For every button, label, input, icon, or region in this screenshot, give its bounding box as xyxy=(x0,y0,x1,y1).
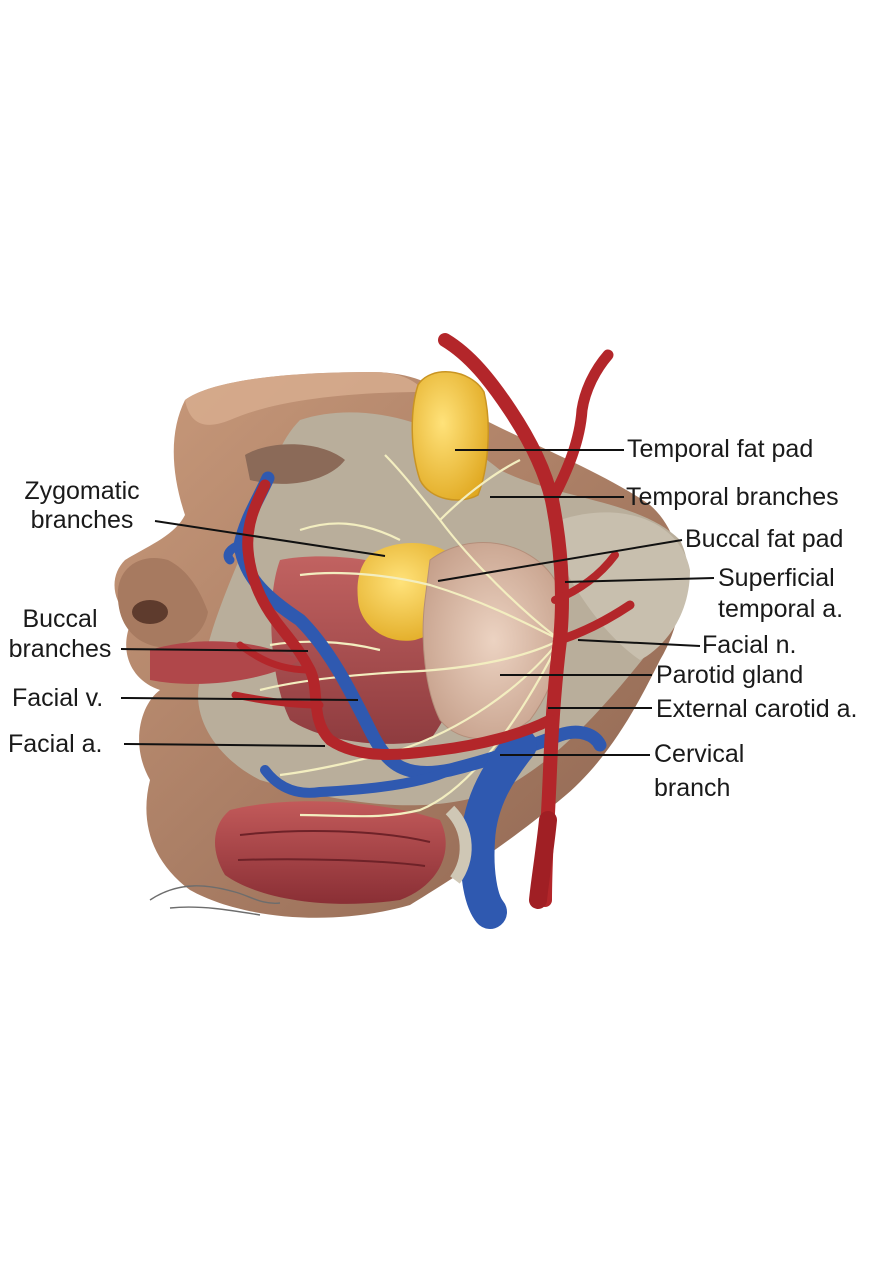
label-temporal-fat-pad: Temporal fat pad xyxy=(627,435,814,463)
jugular-vein xyxy=(460,728,537,929)
label-temporal-branches: Temporal branches xyxy=(626,483,839,511)
upper-lip xyxy=(150,641,300,684)
facial-artery xyxy=(242,479,556,760)
label-superficial-temporal-a-line2: temporal a. xyxy=(718,595,844,623)
leader-lines xyxy=(120,449,715,756)
label-cervical-branch-line2: branch xyxy=(654,774,731,802)
label-zygomatic-branches-line1: Zygomatic xyxy=(24,477,140,505)
label-facial-n: Facial n. xyxy=(702,631,797,659)
label-facial-a: Facial a. xyxy=(8,730,103,758)
label-zygomatic-branches-line2: branches xyxy=(30,506,134,534)
label-buccal-fat-pad: Buccal fat pad xyxy=(685,525,844,553)
label-parotid-gland: Parotid gland xyxy=(656,661,804,689)
nose xyxy=(117,557,208,648)
label-external-carotid-a: External carotid a. xyxy=(656,695,858,723)
label-buccal-branches-line2: branches xyxy=(8,635,112,663)
label-buccal-branches-line1: Buccal xyxy=(22,605,98,633)
lower-lip-muscle xyxy=(214,801,446,904)
facial-nerve-branches xyxy=(259,454,561,818)
temporal-fat-pad xyxy=(411,371,490,501)
artist-signature xyxy=(149,885,281,916)
label-cervical-branch-line1: Cervical xyxy=(654,740,745,768)
external-carotid-artery xyxy=(438,333,569,907)
label-superficial-temporal-a-line1: Superficial xyxy=(718,564,835,592)
label-facial-v: Facial v. xyxy=(12,684,104,712)
parotid-gland xyxy=(422,542,565,740)
